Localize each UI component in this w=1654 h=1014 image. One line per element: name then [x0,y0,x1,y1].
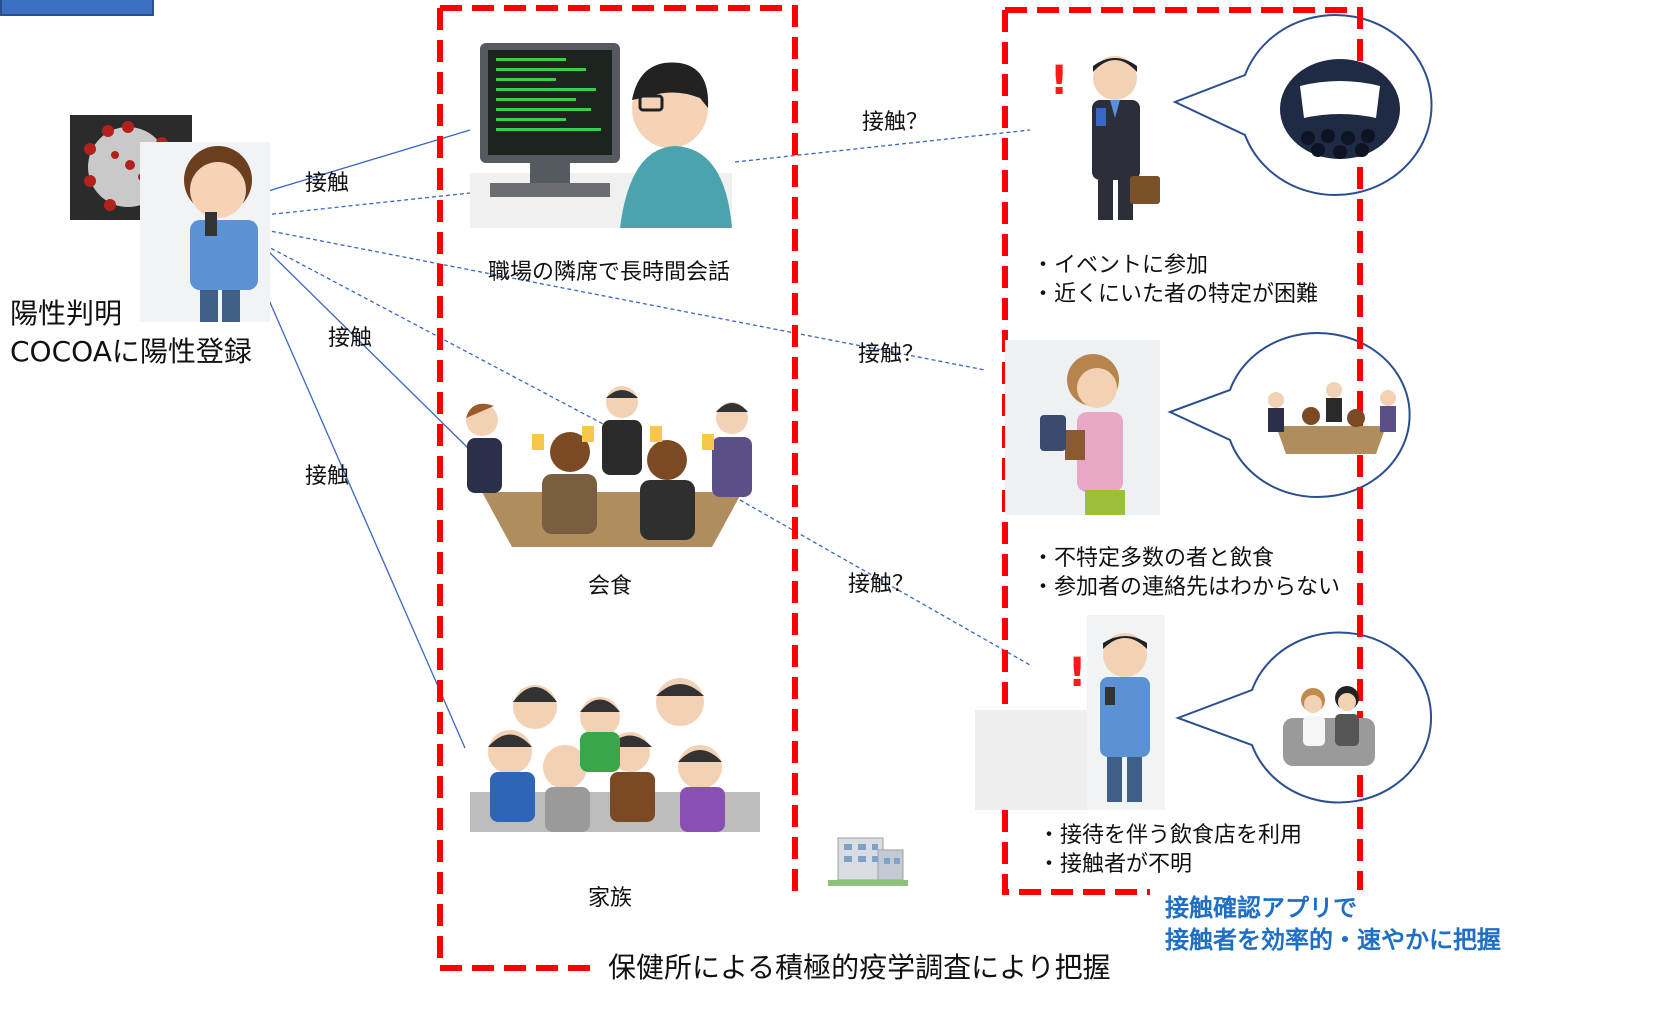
dinner-caption: 会食 [588,574,633,599]
suspected-contact-label-1: 接触？ [862,110,929,135]
event-note-line1: ・イベントに参加 [1032,253,1209,278]
suspected-contact-label-3: 接触？ [848,572,915,597]
health-center-caption: 保健所による積極的疫学調査により把握 [608,951,1111,984]
cocoa-registration-label: COCOAに陽性登録 [10,335,252,368]
app-caption-line2: 接触者を効率的・速やかに把握 [1165,926,1501,954]
hostess-note-line2: ・接触者が不明 [1038,852,1193,877]
businessman-phone-icon [1092,56,1160,220]
nightlife-icon [1283,686,1375,766]
app-caption-line1: 接触確認アプリで [1165,894,1357,922]
suspected-contact-label-2: 接触？ [858,342,925,367]
solid-line-dinner [264,247,471,451]
alert-mark-1: ! [1050,58,1069,104]
man-phone-icon [975,615,1165,810]
mini-dinner-icon [1268,382,1396,454]
contact-label-family: 接触 [305,464,350,489]
hospital-building-icon [828,837,908,886]
corner-tab [0,0,154,16]
solid-line-family [257,274,466,749]
family-gathering-icon [470,678,760,832]
dashed-line-dinner-person [264,244,606,426]
office-worker-icon [470,43,732,228]
dashed-line-workplace [264,192,471,216]
dining-note-line2: ・参加者の連絡先はわからない [1032,575,1341,600]
dashed-line-woman [264,229,986,371]
event-note-line2: ・近くにいた者の特定が困難 [1032,282,1319,307]
infected-person-icon [140,142,270,322]
dinner-party-icon [466,386,752,547]
solid-line-workplace [264,129,471,193]
contact-label-dinner: 接触 [328,326,373,351]
speech-bubble-2 [1167,332,1411,498]
family-caption: 家族 [588,886,633,911]
health-center-box [437,5,798,971]
positive-status-label: 陽性判明 [10,297,123,330]
woman-phone-icon [1005,340,1160,515]
workplace-caption: 職場の隣席で長時間会話 [488,260,731,285]
theater-icon [1280,59,1400,159]
contact-label-workplace: 接触 [305,171,350,196]
dashed-line-workplace-businessman [734,129,1031,163]
alert-mark-3: ! [1068,650,1087,696]
hostess-note-line1: ・接待を伴う飲食店を利用 [1038,823,1303,848]
dining-note-line1: ・不特定多数の者と飲食 [1032,546,1275,571]
app-box [1002,7,1363,895]
